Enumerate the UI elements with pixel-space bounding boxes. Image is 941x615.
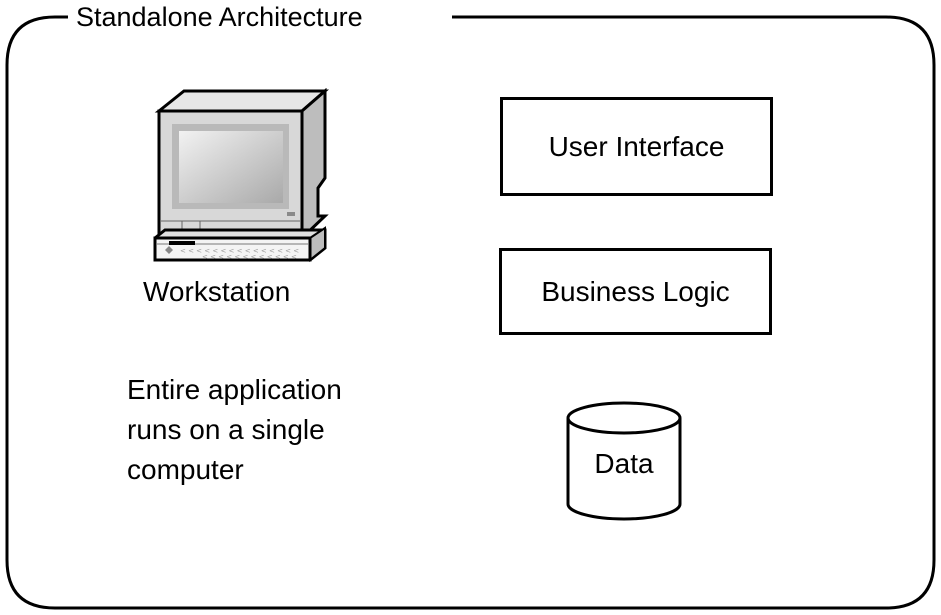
description-line: Entire application — [127, 374, 342, 405]
business-logic-layer: Business Logic — [499, 248, 772, 335]
data-layer-label: Data — [594, 448, 654, 479]
user-interface-label: User Interface — [548, 130, 725, 162]
diagram-title: Standalone Architecture — [74, 0, 369, 34]
description-line: runs on a single — [127, 414, 325, 445]
computer-workstation-icon: < < < < < < < < < < < < < < < < < < < < … — [153, 88, 330, 263]
description-text: Entire application runs on a single comp… — [127, 370, 342, 490]
user-interface-layer: User Interface — [500, 97, 773, 196]
svg-text:< < < < < < < < < < < < < < <: < < < < < < < < < < < < < < < — [180, 247, 299, 255]
description-line: computer — [127, 454, 244, 485]
business-logic-label: Business Logic — [541, 275, 730, 307]
database-cylinder-icon — [566, 401, 682, 521]
svg-text:< < < < < < < < < < < <: < < < < < < < < < < < < — [202, 253, 297, 261]
workstation-label: Workstation — [143, 276, 291, 307]
